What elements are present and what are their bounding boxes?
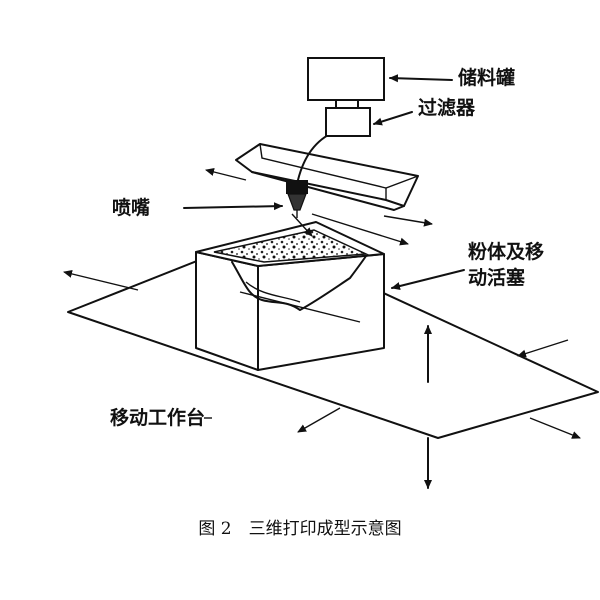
piston-label-line1: 粉体及移 xyxy=(468,240,544,263)
piston-leader-arrow xyxy=(391,269,465,290)
filter xyxy=(325,99,371,137)
platform-arrow-left xyxy=(63,270,139,291)
powder-bin xyxy=(195,221,385,371)
filter-leader-arrow xyxy=(373,111,413,126)
platform-arrow-down-left xyxy=(297,407,341,433)
nozzle-spray-arrow xyxy=(291,213,313,237)
filter-label: 过滤器 xyxy=(418,97,476,119)
reservoir-label: 储料罐 xyxy=(458,66,515,89)
stage-label: 移动工作台 xyxy=(110,406,205,429)
figure-caption: 图 2 三维打印成型示意图 xyxy=(198,519,401,539)
gantry-rail xyxy=(205,143,433,227)
nozzle-label: 喷嘴 xyxy=(112,197,150,219)
piston-label-line2: 动活塞 xyxy=(468,266,526,289)
reservoir-leader-arrow xyxy=(389,74,453,83)
rail-arrow-left xyxy=(205,168,247,181)
rail-arrow-right xyxy=(383,215,433,227)
nozzle-arrow-right xyxy=(311,213,409,246)
platform-arrow-right-up xyxy=(517,339,569,358)
nozzle-leader-arrow xyxy=(183,202,283,211)
platform-arrow-down-right xyxy=(529,417,581,439)
nozzle xyxy=(286,180,409,246)
storage-tank xyxy=(307,57,385,101)
